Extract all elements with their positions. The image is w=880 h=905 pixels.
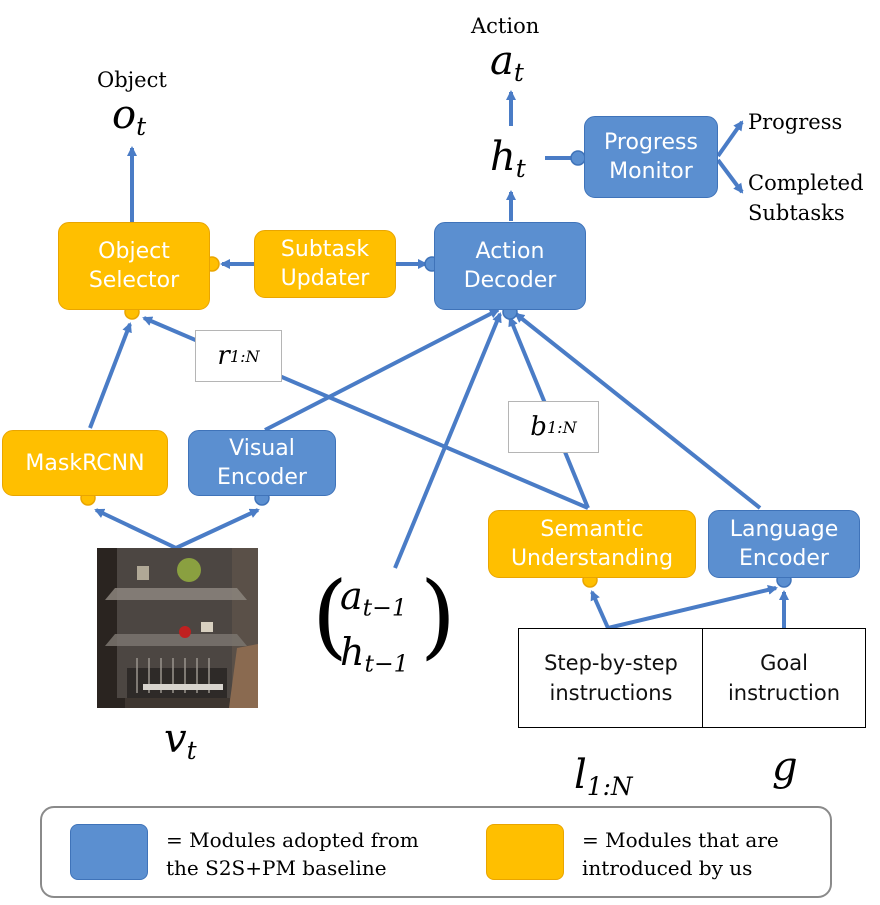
arrow-steps-to-language xyxy=(607,584,778,630)
arrow-prev-to-decoder xyxy=(393,312,502,569)
visual-encoder-module: Visual Encoder xyxy=(188,430,336,496)
action-output-symbol: at xyxy=(490,38,524,87)
goal-symbol: g xyxy=(772,744,798,790)
completed-subtasks-label-2: Subtasks xyxy=(748,201,845,225)
arrow-steps-to-semantic xyxy=(590,590,610,629)
scene-image xyxy=(97,548,258,708)
action-output-label: Action xyxy=(471,14,540,38)
previous-action-symbol: at−1 xyxy=(340,574,407,622)
object-output-label: Object xyxy=(97,68,167,92)
progress-output-label: Progress xyxy=(748,110,843,134)
arrow-language-to-decoder xyxy=(514,312,762,510)
arrow-pm-to-completed xyxy=(716,158,744,194)
arrow-visual-to-decoder xyxy=(264,308,500,432)
subtask-updater-module: Subtask Updater xyxy=(254,230,396,298)
instructions-symbol: l1:N xyxy=(574,752,633,801)
action-decoder-module: Action Decoder xyxy=(434,222,586,310)
semantic-understanding-module: Semantic Understanding xyxy=(488,510,696,578)
completed-subtasks-label-1: Completed xyxy=(748,171,864,195)
arrow-image-to-maskrcnn xyxy=(94,508,177,550)
connector-dot xyxy=(570,150,586,166)
legend-orange-swatch xyxy=(486,824,564,880)
arrow-maskrcnn-to-selector xyxy=(88,322,132,429)
right-parenthesis: ) xyxy=(420,562,456,669)
visual-input-symbol: vt xyxy=(164,716,197,765)
arrow-image-to-visual xyxy=(175,508,260,550)
left-parenthesis: ( xyxy=(312,562,348,669)
object-output-symbol: ot xyxy=(112,92,147,141)
language-encoder-module: Language Encoder xyxy=(708,510,860,578)
previous-hidden-symbol: ht−1 xyxy=(340,630,409,678)
maskrcnn-module: MaskRCNN xyxy=(2,430,168,496)
hidden-state-symbol: ht xyxy=(490,134,526,183)
object-selector-module: Object Selector xyxy=(58,222,210,310)
arrow-pm-to-progress xyxy=(716,120,744,158)
progress-monitor-module: Progress Monitor xyxy=(584,116,718,198)
legend-blue-swatch xyxy=(70,824,148,880)
